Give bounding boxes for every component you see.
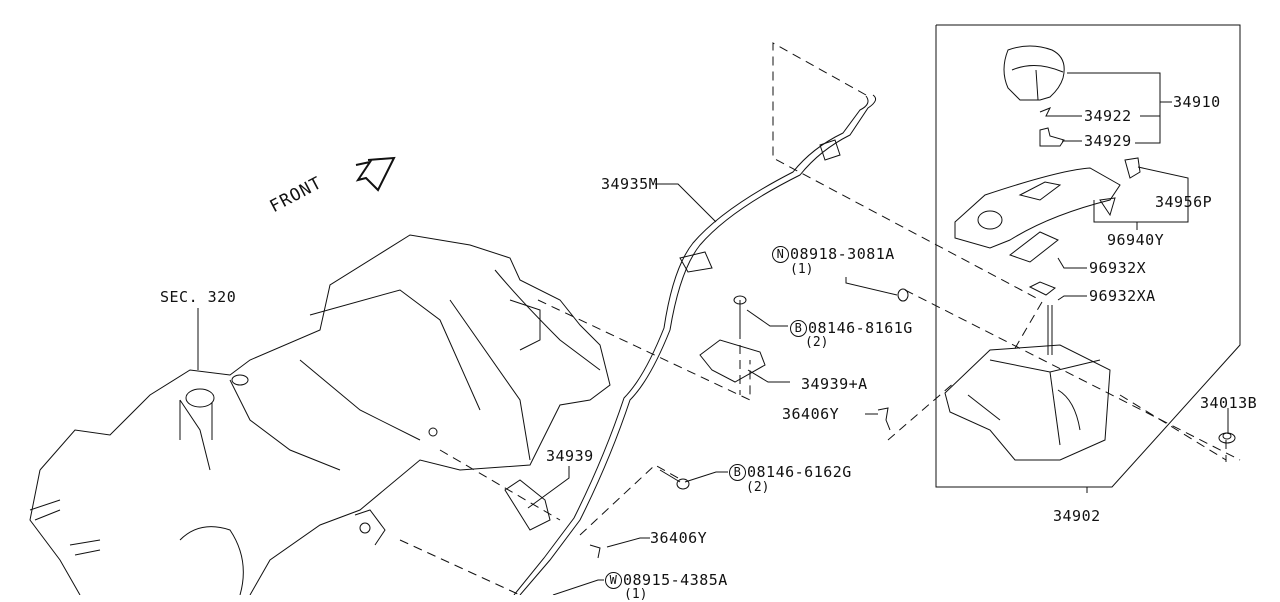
part-34935M[interactable]: 34935M (601, 175, 659, 193)
quantity: (2) (805, 335, 829, 350)
nut-34013B (1219, 433, 1235, 443)
indicator-plate-96932X (1010, 232, 1058, 262)
part-96940Y[interactable]: 96940Y (1107, 231, 1165, 249)
part-34929[interactable]: 34929 (1084, 132, 1132, 150)
part-number: 08918-3081A (790, 245, 895, 263)
part-96932XA[interactable]: 96932XA (1089, 287, 1156, 305)
quantity: (1) (624, 587, 648, 602)
part-34013B[interactable]: 34013B (1200, 394, 1258, 412)
part-34902[interactable]: 34902 (1053, 507, 1101, 525)
part-number: 08915-4385A (623, 571, 728, 589)
shift-control-device (945, 305, 1110, 460)
part-34939-A[interactable]: 34939+A (801, 375, 868, 393)
w-prefix-icon: W (605, 572, 622, 589)
part-36406Y-lower[interactable]: 36406Y (650, 529, 708, 547)
part-96932X[interactable]: 96932X (1089, 259, 1147, 277)
control-cable (514, 95, 876, 595)
clip-34922 (1040, 108, 1056, 116)
clip-36406Y-upper (878, 408, 890, 430)
n-prefix-icon: N (772, 246, 789, 263)
grommet-08918 (898, 289, 908, 301)
quantity: (1) (790, 262, 814, 277)
shift-knob (1004, 46, 1064, 100)
part-34910[interactable]: 34910 (1173, 93, 1221, 111)
part-34939[interactable]: 34939 (546, 447, 594, 465)
clip-36406Y-lower (590, 545, 600, 558)
section-ref-label[interactable]: SEC. 320 (160, 288, 237, 306)
shifter-assembly-box (936, 25, 1240, 487)
transmission (30, 235, 610, 595)
escutcheon-34929 (1040, 128, 1064, 146)
part-number: 08146-6162G (747, 463, 852, 481)
part-34956P[interactable]: 34956P (1155, 193, 1213, 211)
b-prefix-icon: B (729, 464, 746, 481)
quantity: (2) (746, 480, 770, 495)
part-36406Y-upper[interactable]: 36406Y (782, 405, 840, 423)
plate-96932XA (1030, 282, 1055, 295)
part-number: 08146-8161G (808, 319, 913, 337)
leader-lines (198, 73, 1228, 595)
console-finisher (955, 158, 1140, 248)
part-34922[interactable]: 34922 (1084, 107, 1132, 125)
front-arrow-icon (356, 158, 394, 190)
b-prefix-icon: B (790, 320, 807, 337)
bracket-34939A (700, 296, 765, 382)
bolt-08146-6162G (660, 470, 689, 489)
